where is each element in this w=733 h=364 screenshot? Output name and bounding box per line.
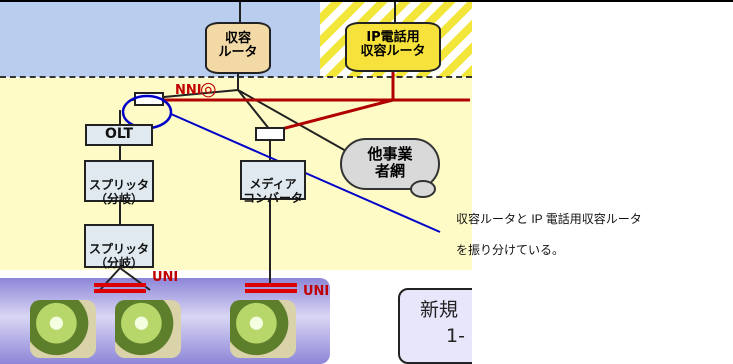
ip-router-to-mc-wire bbox=[269, 98, 394, 134]
olt-label: OLT bbox=[104, 126, 134, 142]
nni-boundary-dashed-line bbox=[0, 76, 472, 78]
olt-box: OLT bbox=[85, 124, 153, 146]
new-box-line1: 新規 bbox=[420, 299, 459, 321]
other-carrier-label: 他事業 者網 bbox=[367, 145, 413, 180]
uni-marker-left bbox=[94, 283, 146, 287]
router-to-mc-line bbox=[237, 89, 271, 131]
top-border bbox=[0, 0, 733, 2]
terminal-icon-1 bbox=[30, 300, 96, 358]
nni-symbol: ◎ bbox=[200, 78, 217, 100]
splitter-1-label: スプリッタ （分岐） bbox=[88, 177, 149, 206]
ip-phone-router-label: IP電話用 収容ルータ bbox=[360, 30, 426, 60]
new-box-line2: 1- bbox=[446, 324, 465, 347]
top-border-right bbox=[472, 0, 733, 2]
annotation-line-1: 収容ルータと IP 電話用収容ルータ bbox=[456, 212, 642, 226]
uni-marker-right-2 bbox=[245, 289, 297, 293]
termination-box-mc bbox=[255, 127, 285, 141]
nni-label: NNI bbox=[175, 83, 202, 98]
terminal-icon-3 bbox=[230, 300, 296, 358]
splitter-2-label: スプリッタ （分岐） bbox=[88, 241, 149, 270]
media-converter-label: メディア コンバータ bbox=[242, 176, 303, 205]
ip-phone-router: IP電話用 収容ルータ bbox=[345, 22, 441, 72]
splitter-box-1: スプリッタ （分岐） bbox=[84, 160, 154, 205]
media-converter-box: メディア コンバータ bbox=[240, 160, 306, 204]
uni-label-left: UNI bbox=[152, 270, 179, 285]
accommodation-router: 収容 ルータ bbox=[205, 22, 271, 74]
right-margin bbox=[472, 0, 733, 364]
uni-label-right: UNI bbox=[303, 284, 330, 299]
terminal-icon-2 bbox=[115, 300, 181, 358]
accommodation-router-label: 収容 ルータ bbox=[218, 31, 258, 61]
annotation-line-2: を振り分けている。 bbox=[456, 243, 565, 257]
splitter-box-2: スプリッタ （分岐） bbox=[84, 224, 154, 270]
uni-marker-right bbox=[245, 283, 297, 287]
cloud-puff bbox=[410, 180, 436, 198]
uni-marker-left-2 bbox=[94, 289, 146, 293]
